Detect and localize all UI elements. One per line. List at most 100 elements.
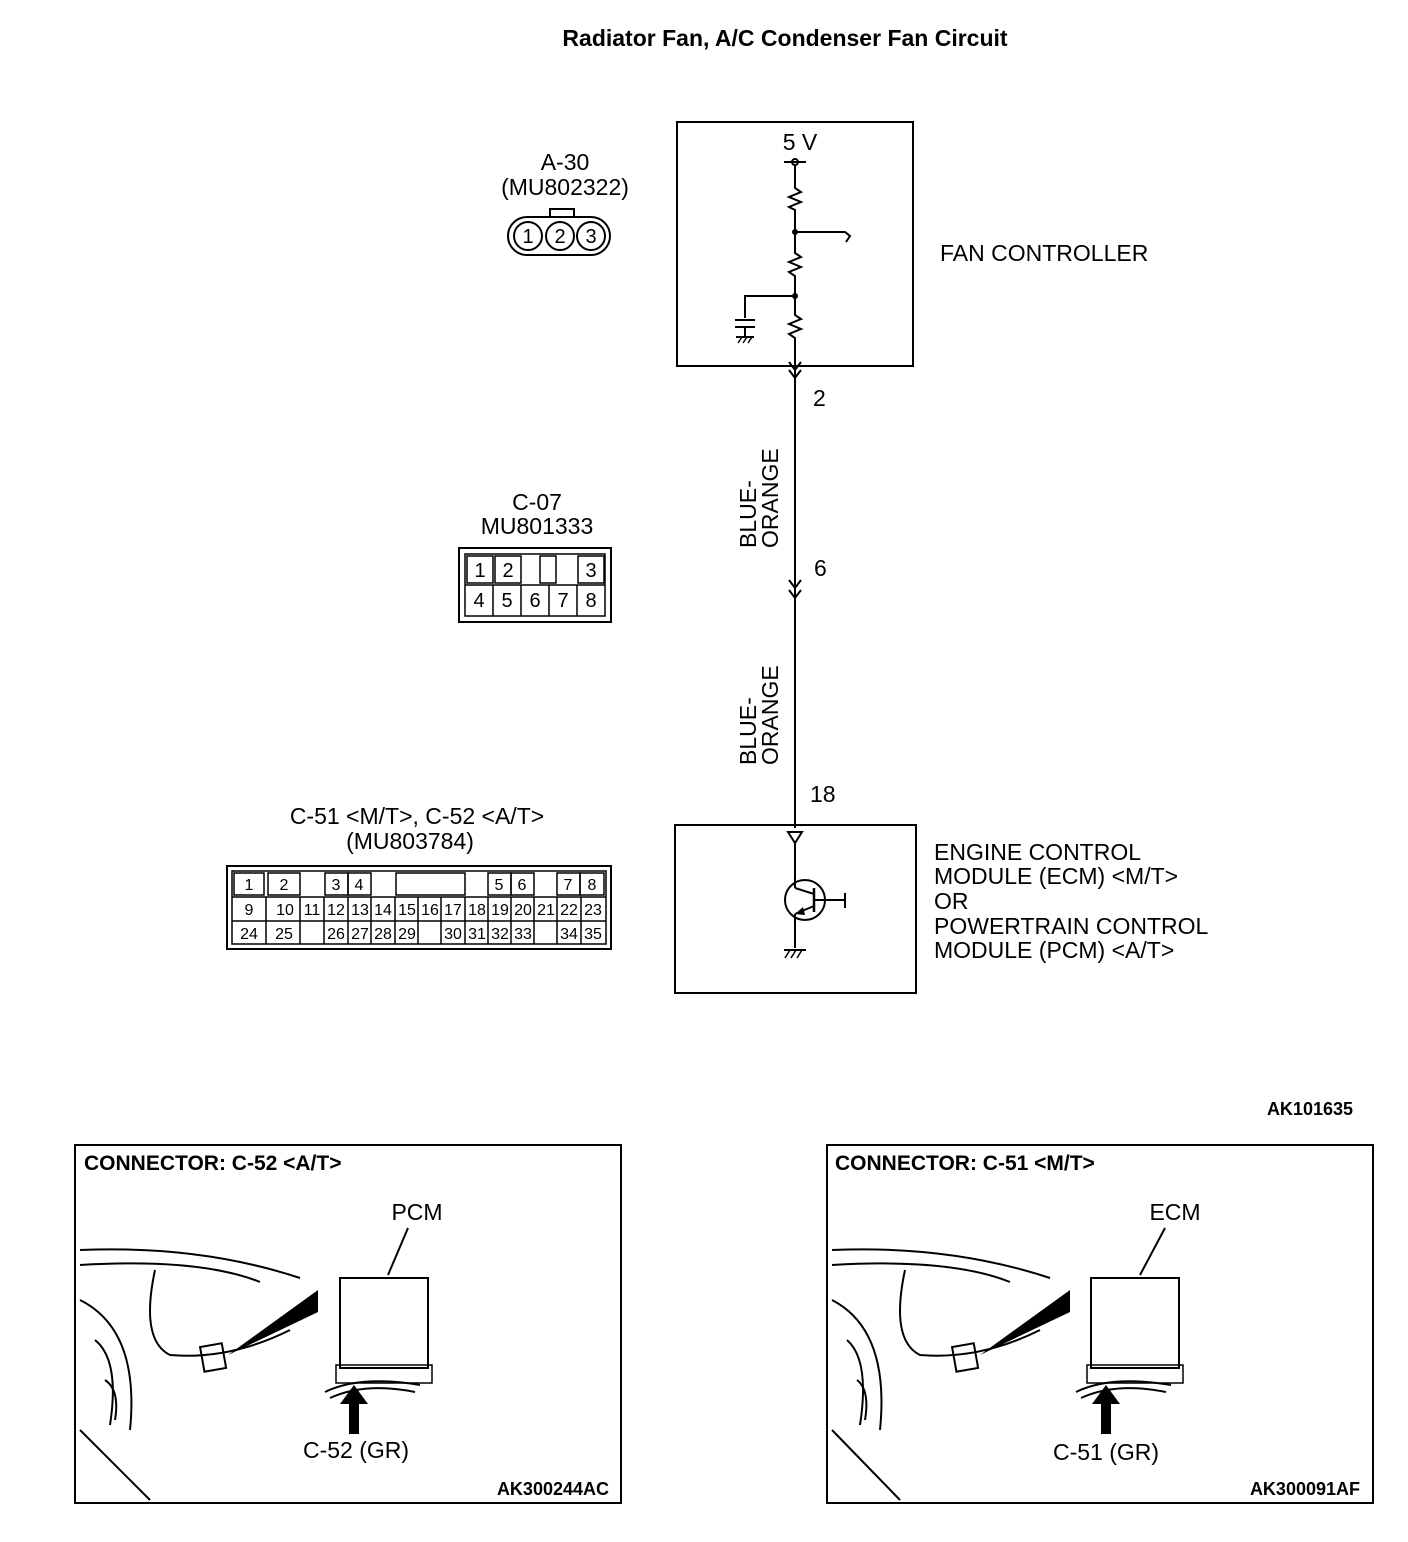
resistor-icon [786,165,804,232]
wire-color-upper-2: ORANGE [757,448,783,548]
connector-c51-pin-23: 23 [584,902,602,919]
connector-c07-pin-3: 3 [585,560,596,582]
connector-c51-pin-14: 14 [374,902,392,919]
panel-left-connector: C-52 (GR) [303,1437,409,1463]
panel-left-header: CONNECTOR: C-52 <A/T> [84,1152,342,1175]
panel-right-connector: C-51 (GR) [1053,1439,1159,1465]
dashboard-illustration [831,1248,1051,1501]
connector-chevron-icon [788,589,802,600]
connector-c51-pin-20: 20 [514,902,532,919]
connector-c51-pin-34: 34 [560,926,578,943]
ecm-label-5: MODULE (PCM) <A/T> [934,937,1174,963]
connector-c07-pin-6: 6 [529,590,540,612]
connector-c07: C-07 MU801333 1 2 3 4 5 6 7 8 [458,489,612,623]
capacitor-icon [735,295,795,336]
ecm-box [674,824,917,994]
fan-controller-voltage: 5 V [783,129,818,155]
transistor-icon [784,879,846,921]
connector-c51-pin-32: 32 [491,926,509,943]
connector-c51-pin-12: 12 [327,902,345,919]
connector-c51-pin-26: 26 [327,926,345,943]
diagram-title: Radiator Fan, A/C Condenser Fan Circuit [562,25,1007,51]
panel-right-header: CONNECTOR: C-51 <M/T> [835,1152,1095,1175]
connector-c07-pin-5: 5 [501,590,512,612]
connector-a30-part: (MU802322) [501,174,629,200]
connector-a30-pin-3-circle [576,221,606,251]
connector-c51-pin-7: 7 [564,877,573,894]
connector-c51-pin-28: 28 [374,926,392,943]
panel-left-code: AK300244AC [497,1479,609,1499]
connector-c51-pin-18: 18 [468,902,486,919]
signal-tap-icon [795,231,852,243]
connector-a30-latch [549,208,575,218]
ecm-label-3: OR [934,888,969,914]
connector-c51-pin-33: 33 [514,926,532,943]
connector-c51-pin-11: 11 [304,902,321,919]
fan-controller-label: FAN CONTROLLER [940,240,1148,266]
connector-c07-pin-8: 8 [585,590,596,612]
wire-pin-6: 6 [814,555,827,581]
connector-c51-pin-24: 24 [240,926,258,943]
connector-c51-pin-21: 21 [537,902,555,919]
resistor-icon [786,232,804,296]
connector-chevron-icon [788,579,802,590]
connector-c51-pin-9: 9 [245,902,254,919]
diagram-code: AK101635 [1267,1099,1353,1119]
ecm-pcm-module: ENGINE CONTROL MODULE (ECM) <M/T> OR POW… [674,824,1209,994]
connector-a30-pin-2-circle [545,221,575,251]
arrow-up-icon [1092,1385,1120,1434]
connector-chevron-icon [788,361,802,372]
dashboard-illustration [79,1248,301,1501]
connector-c51-pin-3: 3 [332,877,341,894]
panel-left-module: PCM [391,1199,442,1225]
ecm-label-2: MODULE (ECM) <M/T> [934,863,1178,889]
connector-location-panel-right: CONNECTOR: C-51 <M/T> ECM C-51 (GR) AK30… [826,1144,1374,1504]
connector-a30-pin-3: 3 [585,226,596,248]
arrow-up-icon [340,1385,368,1434]
connector-c51-pin-31: 31 [468,926,486,943]
wire-pin-2: 2 [813,385,826,411]
connector-a30-pin-1-circle [513,221,543,251]
wire-pin-18: 18 [810,781,836,807]
connector-c51-c52: C-51 <M/T>, C-52 <A/T> (MU803784) 1 2 3 … [226,803,612,950]
connector-c51-pin-5: 5 [495,877,504,894]
connector-c51-pin-27: 27 [351,926,369,943]
connector-c51-pin-2: 2 [280,877,289,894]
pointer-wedge-icon [228,1290,318,1355]
ground-icon [736,336,754,344]
panel-right-code: AK300091AF [1250,1479,1360,1499]
connector-c07-pin-7: 7 [557,590,568,612]
connector-a30-pin-2: 2 [554,226,565,248]
panel-right-module: ECM [1149,1199,1200,1225]
connector-a30: A-30 (MU802322) 1 2 3 [501,149,629,256]
connector-c07-pin-1: 1 [474,560,485,582]
connector-c51-pin-1: 1 [245,877,254,894]
connector-c51-pin-6: 6 [518,877,527,894]
ecm-module-icon [1075,1277,1184,1399]
connector-a30-body [507,216,611,256]
resistor-icon [786,296,804,358]
connector-c07-pin-4: 4 [473,590,484,612]
connector-c07-id: C-07 [512,489,562,515]
connector-c51-pin-16: 16 [421,902,439,919]
connector-c51-pin-29: 29 [398,926,416,943]
connector-c51-pin-17: 17 [444,902,462,919]
connector-a30-pin-1: 1 [522,226,533,248]
connector-a30-id: A-30 [541,149,590,175]
connector-c51-id: C-51 <M/T>, C-52 <A/T> [290,803,544,829]
connector-c51-pin-19: 19 [491,902,509,919]
wire-color-lower-2: ORANGE [757,665,783,765]
connector-c51-pin-4: 4 [355,877,364,894]
wire-color-lower-1: BLUE- [735,697,761,765]
signal-wire: 2 6 18 BLUE- ORANGE BLUE- ORANGE [735,358,836,828]
ecm-label-4: POWERTRAIN CONTROL [934,913,1209,939]
connector-c51-pin-15: 15 [398,902,416,919]
connector-c51-pin-35: 35 [584,926,602,943]
connector-c51-pin-13: 13 [351,902,369,919]
input-arrow-icon [786,831,804,845]
connector-c51-pin-25: 25 [275,926,293,943]
fan-controller: 5 V FAN CONTROLLER [676,121,1148,367]
connector-c51-pin-30: 30 [444,926,462,943]
pcm-module-icon [324,1277,433,1399]
